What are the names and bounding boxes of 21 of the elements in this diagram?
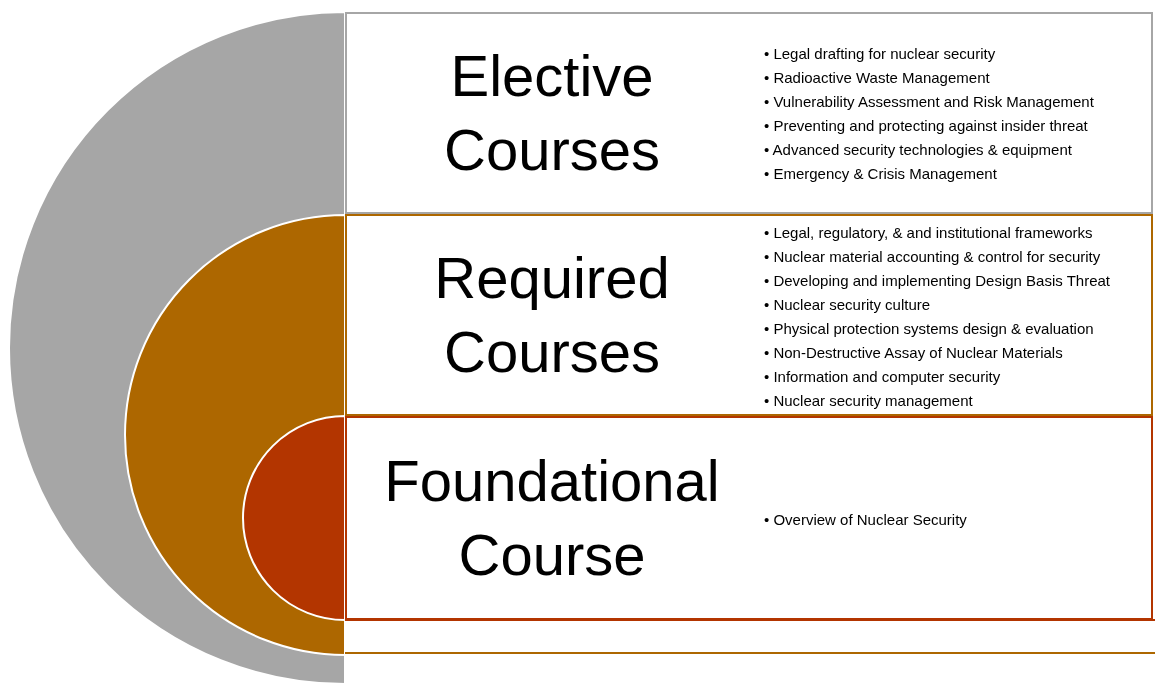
bullet-item: • Nuclear security culture (764, 295, 932, 315)
bullet-item: • Vulnerability Assessment and Risk Management (764, 92, 1094, 112)
bullet-item: • Emergency & Crisis Management (764, 164, 998, 184)
bullet-item: • Information and computer security (764, 367, 1002, 387)
band-heading: Foundational Course (383, 447, 721, 589)
bullet-item: • Nuclear security management (764, 391, 974, 411)
band-heading: Elective Courses (443, 42, 661, 184)
bullet-item: • Developing and implementing Design Basis Threat (764, 271, 1110, 291)
course-band (345, 416, 1153, 620)
bullet-item: • Nuclear material accounting & control for security (764, 247, 1102, 267)
bullet-item: • Legal drafting for nuclear security (764, 44, 997, 64)
band-heading: Required Courses (433, 244, 671, 386)
bullet-item: • Non-Destructive Assay of Nuclear Materials (764, 343, 1064, 363)
bullet-item: • Overview of Nuclear Security (764, 510, 967, 530)
bullet-item: • Legal, regulatory, & and institutional frameworks (764, 223, 1094, 243)
bullet-item: • Radioactive Waste Management (764, 68, 991, 88)
course-band (345, 214, 1153, 416)
course-band (345, 12, 1153, 214)
bullet-item: • Physical protection systems design & evaluation (764, 319, 1095, 339)
bullet-item: • Preventing and protecting against insider threat (764, 116, 1089, 136)
bullet-item: • Advanced security technologies & equipment (764, 140, 1073, 160)
